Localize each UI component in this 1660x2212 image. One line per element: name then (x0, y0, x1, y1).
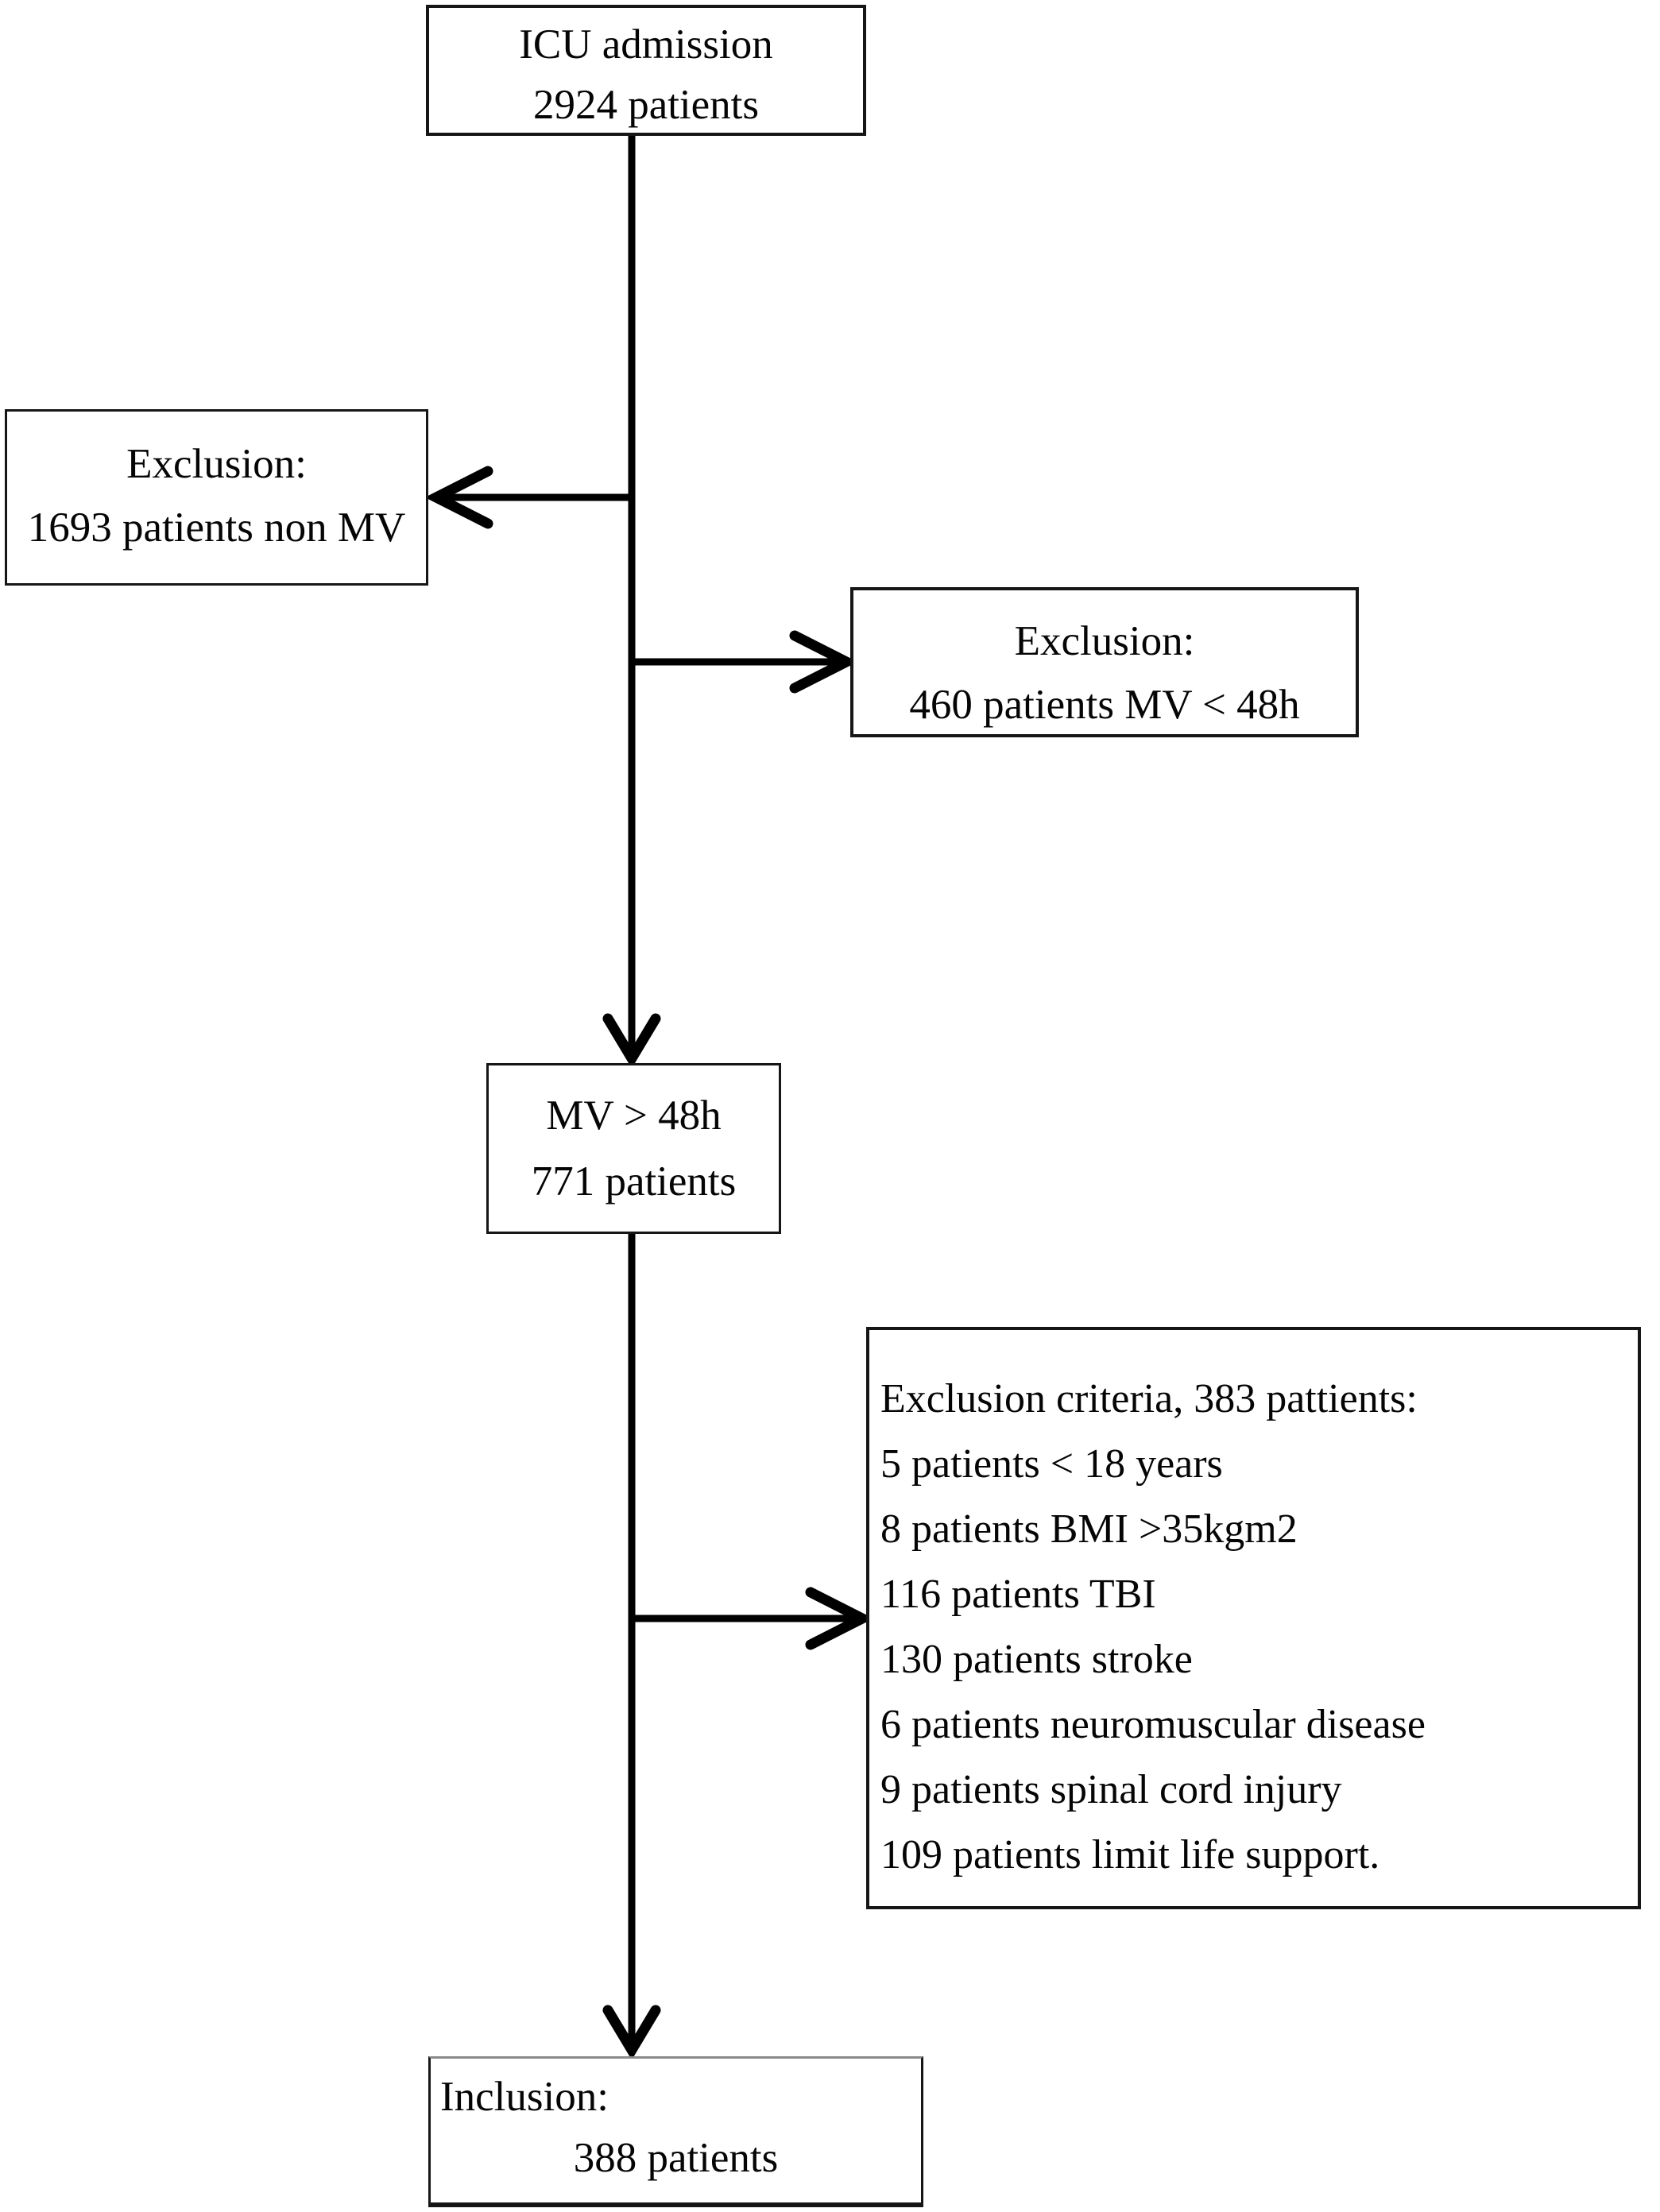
box-exclusion-mv-under-48h: Exclusion: 460 patients MV < 48h (850, 587, 1359, 737)
box-exclusion-non-mv: Exclusion: 1693 patients non MV (5, 409, 428, 586)
arrowhead-into-exclusion-mv-under-48h-box (789, 630, 858, 694)
exclusion-criteria-item: 6 patients neuromuscular disease (880, 1702, 1426, 1747)
exclusion-criteria-item: 9 patients spinal cord injury (880, 1767, 1342, 1812)
exclusion-criteria-header: Exclusion criteria, 383 pattients: (880, 1376, 1418, 1421)
mv-over-48h-label: MV > 48h (546, 1092, 722, 1139)
exclusion-mv-under-48h-label: Exclusion: (1014, 618, 1195, 664)
exclusion-criteria-item: 8 patients BMI >35kgm2 (880, 1506, 1298, 1552)
exclusion-criteria-item: 5 patients < 18 years (880, 1441, 1223, 1487)
exclusion-criteria-item: 109 patients limit life support. (880, 1832, 1380, 1877)
exclusion-mv-under-48h-count: 460 patients MV < 48h (909, 682, 1300, 728)
exclusion-criteria-item: 130 patients stroke (880, 1637, 1193, 1682)
arrowhead-into-exclusion-non-mv-box (424, 466, 493, 529)
box-mv-over-48h: MV > 48h 771 patients (486, 1063, 781, 1234)
mv-over-48h-count: 771 patients (531, 1158, 737, 1205)
exclusion-non-mv-count: 1693 patients non MV (27, 505, 406, 551)
box-inclusion: Inclusion: 388 patients (428, 2056, 923, 2207)
arrowhead-into-inclusion-box (602, 2005, 661, 2060)
arrowhead-into-mv-box (602, 1013, 661, 1069)
icu-admission-count: 2924 patients (532, 82, 760, 128)
icu-admission-label: ICU admission (519, 21, 773, 68)
exclusion-criteria-item: 116 patients TBI (880, 1572, 1156, 1617)
box-icu-admission: ICU admission 2924 patients (426, 5, 866, 136)
inclusion-count: 388 patients (573, 2135, 779, 2181)
arrowhead-into-exclusion-criteria-box (805, 1587, 874, 1650)
box-exclusion-criteria: Exclusion criteria, 383 pattients: 5 pat… (866, 1327, 1641, 1909)
inclusion-label: Inclusion: (440, 2074, 609, 2120)
exclusion-non-mv-label: Exclusion: (126, 441, 307, 487)
